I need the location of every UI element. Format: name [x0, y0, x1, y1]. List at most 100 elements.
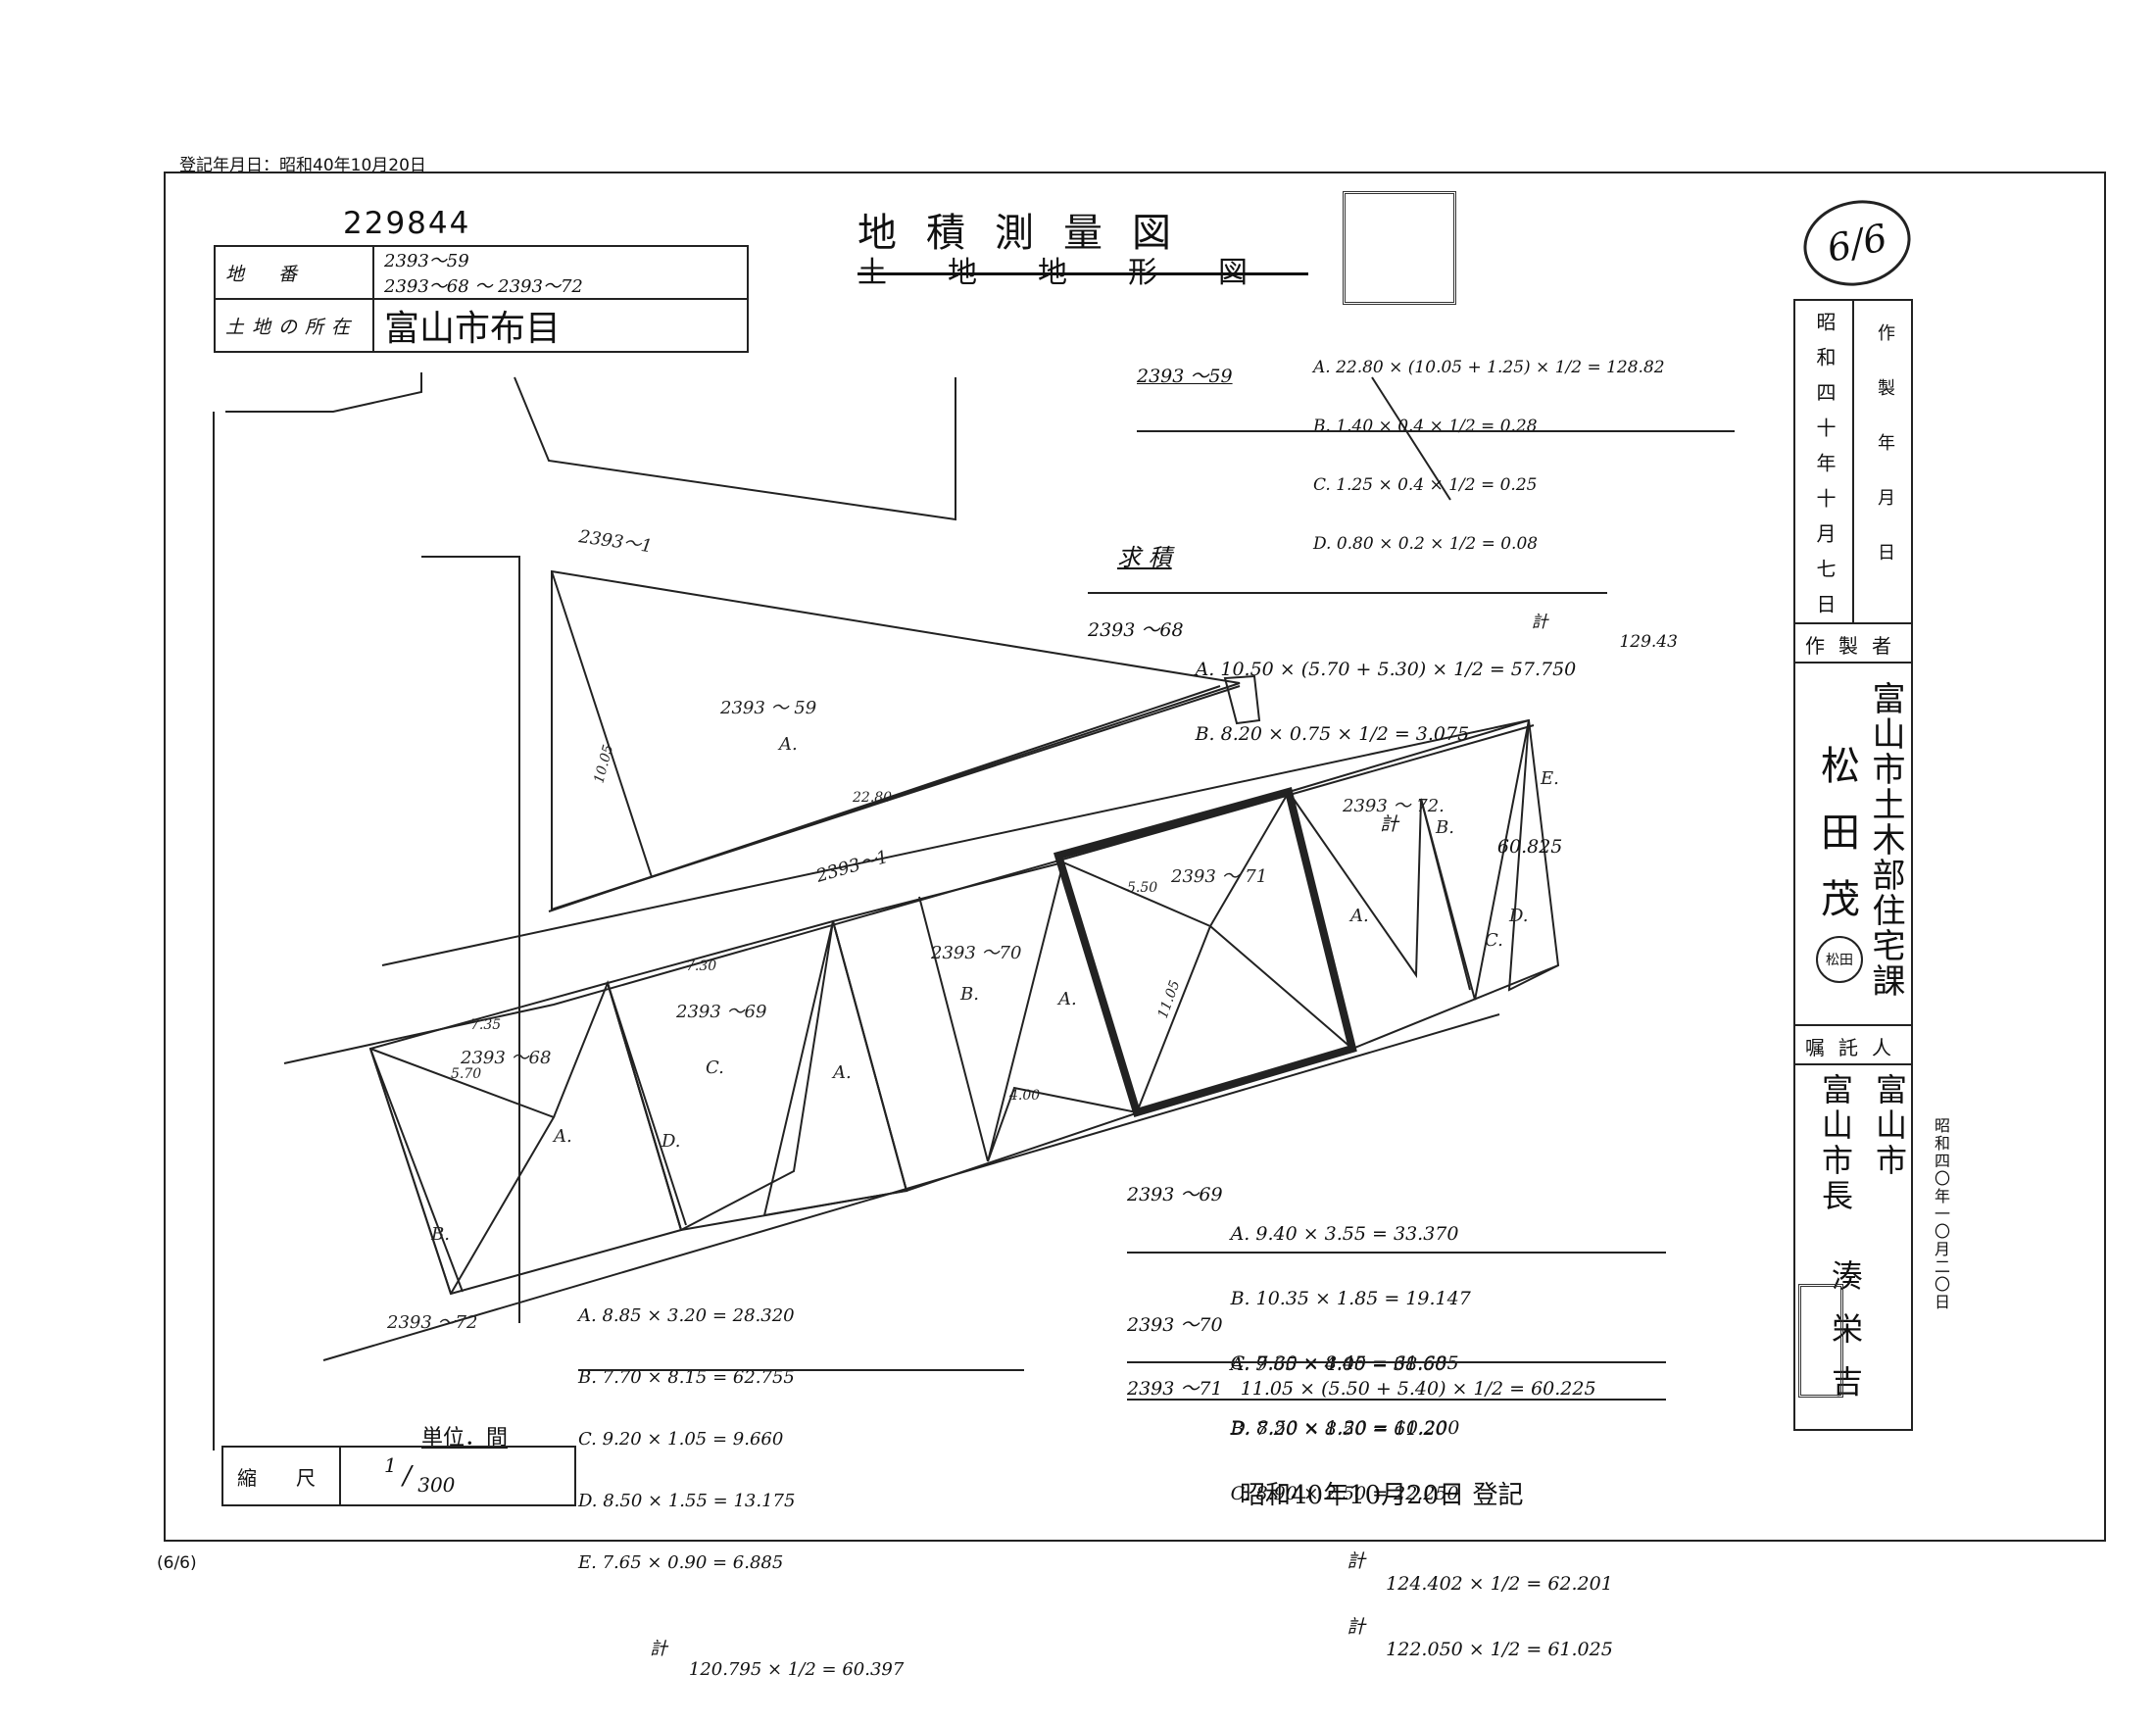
calc-68-total-label: 計	[1379, 813, 1398, 835]
calc-59-line-c: C. 1.25 × 0.4 × 1/2 = 0.25	[1313, 475, 1538, 495]
parcel-59-cut	[551, 685, 1241, 910]
label-parcel-59: 2393 ～ 59	[719, 698, 816, 718]
calc-block-59: 2393 ～59 A. 22.80 × (10.05 + 1.25) × 1/2…	[1137, 319, 1678, 652]
map-sub-a-70: A.	[1056, 989, 1077, 1009]
calc-block-71: 2393 ～71 11.05 × (5.50 + 5.40) × 1/2 = 6…	[1127, 1378, 1596, 1400]
document-number: 229844	[343, 206, 471, 241]
road-line-upper-b	[514, 376, 956, 521]
calc-block-69: 2393 ～69 A. 9.40 × 3.55 = 33.370 B. 10.3…	[1127, 1137, 1613, 1638]
calc-72-line-b: B. 7.70 × 8.15 = 62.755	[578, 1367, 795, 1388]
map-sub-c-69: C.	[706, 1057, 724, 1078]
calc-69-lot: 2393 ～69	[1127, 1184, 1223, 1205]
right-panel-rule-1	[1793, 622, 1913, 624]
survey-map: 2393 ～ 59 A. 2393～1 2393～1 2393 ～68 2393…	[213, 372, 1560, 1451]
creation-date-label: 作製年月日	[1875, 323, 1895, 598]
calc-72-line-c: C. 9.20 × 1.05 = 9.660	[578, 1429, 784, 1450]
calc-59-line-d: D. 0.80 × 0.2 × 1/2 = 0.08	[1313, 534, 1539, 554]
calc-68-total: 60.825	[1496, 836, 1563, 858]
right-panel-rule-3	[1793, 1024, 1913, 1026]
calc-69-line-b: B. 10.35 × 1.85 = 19.147	[1230, 1288, 1471, 1309]
label-parcel-72: 2393 ～ 72.	[1342, 796, 1445, 816]
map-sub-d-72: D.	[1508, 906, 1529, 926]
parcel-68-b	[369, 1048, 464, 1293]
road-line-bottom	[322, 1013, 1500, 1361]
calc-68-lot: 2393 ～68	[1088, 619, 1184, 641]
parcel-59-tip	[1223, 674, 1261, 725]
calc-59-total-label: 計	[1531, 613, 1548, 632]
calc-72-line-a: A. 8.85 × 3.20 = 28.320	[578, 1305, 795, 1326]
registration-date: 登記年月日：昭和40年10月20日	[179, 156, 426, 175]
map-dim-22.80: 22.80	[852, 790, 892, 806]
client-title: 富山市長	[1817, 1073, 1854, 1214]
parcel-68-diag-b	[369, 1048, 452, 1295]
location-label: 土地の所在	[214, 298, 374, 353]
calc-69-line-a: A. 9.40 × 3.55 = 33.370	[1230, 1223, 1459, 1245]
calc-59-line-a: A. 22.80 × (10.05 + 1.25) × 1/2 = 128.82	[1313, 358, 1665, 377]
leader-line-59	[1371, 376, 1451, 501]
calc-72-line-d: D. 8.50 × 1.55 = 13.175	[578, 1491, 796, 1511]
calc-rules	[578, 430, 1735, 1401]
lot-value-1: 2393～59	[384, 251, 469, 271]
calc-69-total-label: 計	[1347, 1550, 1366, 1572]
calc-68-heading: 求 積	[1117, 544, 1172, 571]
parcel-72-diag-a	[1288, 719, 1559, 1001]
side-note: 昭和四〇年一〇月二〇日	[1932, 1117, 1950, 1311]
scale-numerator: 1	[384, 1453, 397, 1477]
maker-label: 作製者	[1805, 634, 1905, 658]
calc-70-total: 122.050 × 1/2 = 61.025	[1386, 1639, 1613, 1660]
calc-70-line-c: C. 8.90 × 2.50 = 22.250	[1230, 1483, 1459, 1504]
maker-name: 松田茂	[1814, 745, 1859, 945]
road-line-upper-e	[381, 719, 1530, 966]
calc-59-lines: A. 22.80 × (10.05 + 1.25) × 1/2 = 128.82…	[1313, 319, 1678, 711]
map-sub-a-69: A.	[831, 1062, 852, 1083]
calc-59-lot: 2393 ～59	[1137, 366, 1233, 387]
parcel-71-diag-b	[1208, 791, 1353, 1050]
official-stamp	[1343, 191, 1456, 305]
map-sub-b-68: B.	[430, 1224, 450, 1245]
right-panel-rule-2	[1793, 662, 1913, 664]
document-frame	[164, 172, 2106, 1542]
parcel-69-diag-a	[607, 982, 687, 1231]
map-dim-7.35: 7.35	[470, 1017, 501, 1033]
parcel-70-diag-a	[918, 896, 989, 1162]
lot-info-table: 地 番 2393～59 2393～68 ～ 2393～72 土地の所在 富山市布…	[214, 245, 749, 353]
map-dim-4.00: 4.00	[1008, 1088, 1040, 1104]
label-parcel-71: 2393 ～ 71	[1170, 866, 1267, 887]
creation-date: 昭和四十年十月七日	[1813, 312, 1837, 629]
label-parcel-59-a: A.	[777, 734, 798, 755]
map-sub-a-68: A.	[552, 1126, 572, 1147]
calc-69-line-d: D. 8.50 × 1.20 = 10.200	[1230, 1417, 1460, 1439]
calc-72-line-e: E. 7.65 × 0.90 = 6.885	[578, 1552, 784, 1573]
title-struck: 土地地形図	[858, 256, 1308, 290]
map-dim-5.50: 5.50	[1127, 880, 1157, 896]
parcel-72-diag-b	[1420, 798, 1471, 991]
calc-68-line-b: B. 8.20 × 0.75 × 1/2 = 3.075	[1195, 723, 1470, 745]
parcel-59-outline	[551, 569, 1241, 911]
scale-label: 縮 尺	[221, 1446, 341, 1506]
parcel-70-diag-b	[987, 861, 1138, 1162]
map-sub-a-72: A.	[1348, 906, 1369, 926]
lot-number-label: 地 番	[214, 245, 374, 300]
map-sub-b-70: B.	[959, 984, 979, 1005]
label-parcel-72-bottom: 2393 ～72	[386, 1312, 477, 1333]
client-stamp	[1798, 1284, 1843, 1398]
client-org: 富山市	[1871, 1073, 1908, 1179]
scale-denominator: 300	[417, 1473, 456, 1497]
label-parcel-70: 2393 ～70	[930, 943, 1021, 963]
scale-table: 縮 尺 1 / 300	[221, 1446, 576, 1506]
maker-org: 富山市土木部住宅課	[1866, 681, 1905, 999]
label-parcel-68: 2393 ～68	[460, 1048, 551, 1068]
map-sub-b-72: B.	[1435, 817, 1454, 838]
right-panel-rule-4	[1793, 1063, 1913, 1065]
maker-seal: 松田	[1816, 936, 1863, 983]
calc-72-total-label: 計	[649, 1639, 667, 1659]
calc-70-total-label: 計	[1347, 1616, 1366, 1638]
lot-value-2: 2393～68 ～ 2393～72	[384, 276, 583, 297]
title-main: 地積測量図	[858, 211, 1200, 256]
calc-70-line-a: A. 9.65 × 4.00 = 38.60	[1230, 1353, 1447, 1375]
calc-block-68: 求 積 2393 ～68 A. 10.50 × (5.70 + 5.30) × …	[1088, 495, 1576, 944]
lot-number-values: 2393～59 2393～68 ～ 2393～72	[372, 245, 749, 300]
calc-block-70: 2393 ～70 A. 9.65 × 4.00 = 38.60 B. 7.20 …	[1127, 1267, 1613, 1703]
parcel-59-diag	[551, 570, 653, 878]
client-label: 嘱託人	[1805, 1036, 1905, 1059]
